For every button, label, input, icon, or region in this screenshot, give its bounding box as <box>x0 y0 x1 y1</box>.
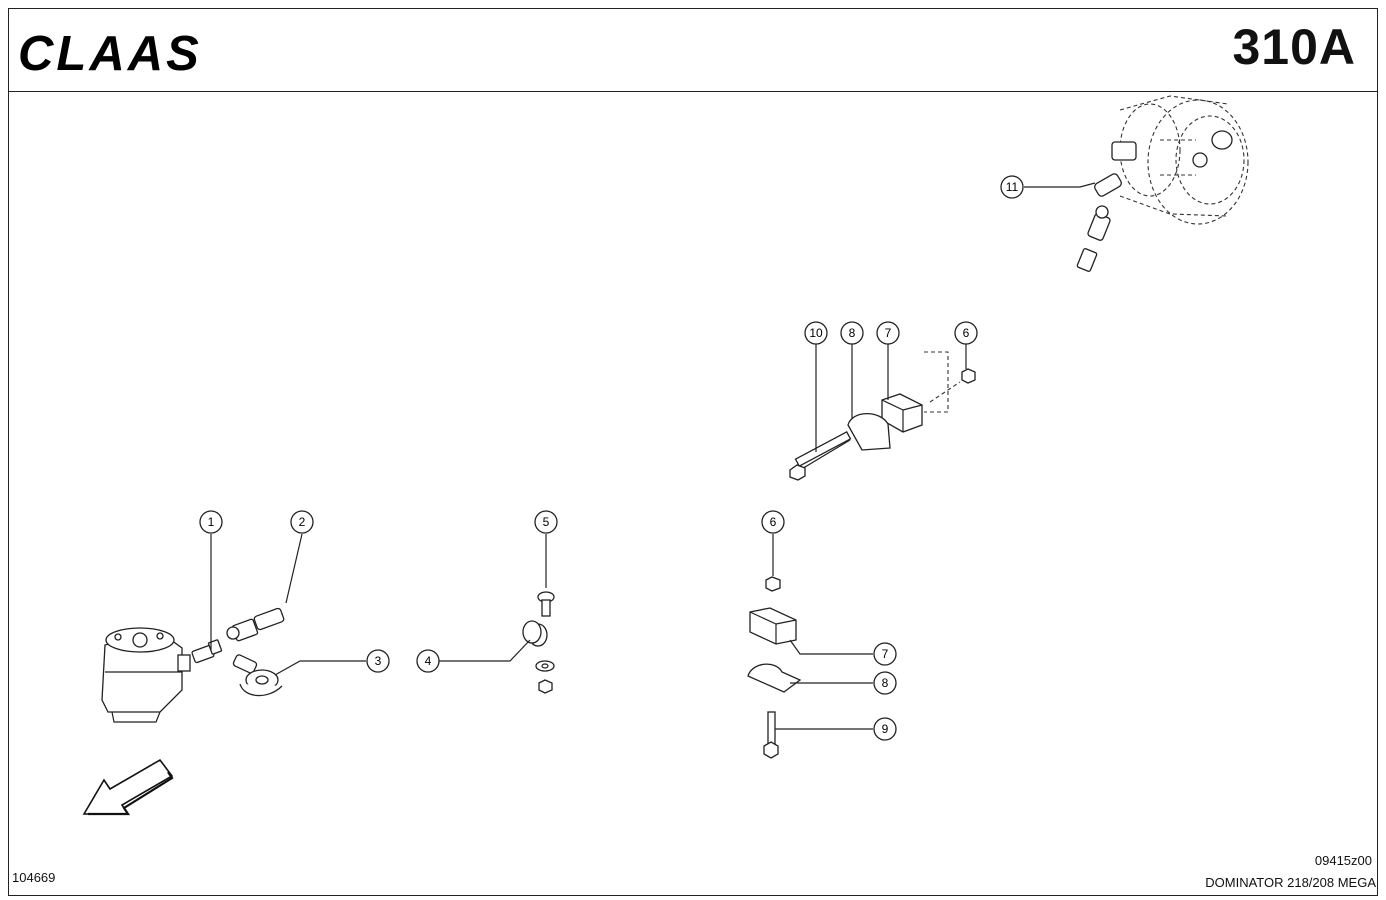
hydraulic-pump <box>1111 95 1249 225</box>
clamp-assembly-lower <box>747 576 802 759</box>
page-code: 310A <box>1232 19 1356 75</box>
clamp-assembly-upper <box>789 351 976 481</box>
model-label: DOMINATOR 218/208 MEGA <box>1205 875 1376 890</box>
svg-text:3: 3 <box>375 654 382 668</box>
hydraulic-line <box>280 223 1103 683</box>
hose-fitting-left <box>226 607 285 642</box>
svg-text:6: 6 <box>963 326 970 340</box>
svg-text:9: 9 <box>882 722 889 736</box>
header-rule <box>8 91 1378 92</box>
steering-unit <box>101 627 191 723</box>
logo-text: CLAAS <box>18 27 202 74</box>
callout-8-upper: 8 <box>840 321 864 345</box>
callout-2: 2 <box>290 510 314 534</box>
callout-7-upper: 7 <box>876 321 900 345</box>
bolt-5 <box>537 591 555 617</box>
svg-text:10: 10 <box>809 326 823 340</box>
drawing-frame <box>8 8 1378 896</box>
svg-text:7: 7 <box>885 326 892 340</box>
adapter-fitting <box>191 639 223 664</box>
callout-7-lower: 7 <box>873 642 897 666</box>
svg-text:7: 7 <box>882 647 889 661</box>
callout-6-upper: 6 <box>954 321 978 345</box>
svg-text:1: 1 <box>208 515 215 529</box>
callout-1: 1 <box>199 510 223 534</box>
leader-lines <box>210 182 1096 730</box>
svg-text:11: 11 <box>1006 180 1019 194</box>
svg-text:6: 6 <box>770 515 777 529</box>
drawing-ref-right: 09415z00 <box>1314 853 1372 868</box>
drawing-ref-left: 104669 <box>12 870 56 885</box>
svg-text:8: 8 <box>882 676 889 690</box>
callout-11: 11 <box>1000 175 1024 199</box>
hose-fitting-right <box>1076 173 1122 272</box>
callout-3: 3 <box>366 649 390 673</box>
callout-10: 10 <box>804 321 828 345</box>
banjo-fitting <box>232 654 283 697</box>
arrow-down-left-icon <box>82 758 174 816</box>
svg-text:8: 8 <box>849 326 856 340</box>
callout-4: 4 <box>416 649 440 673</box>
svg-text:4: 4 <box>425 654 432 668</box>
callout-6-lower: 6 <box>761 510 785 534</box>
svg-text:2: 2 <box>299 515 306 529</box>
svg-text:5: 5 <box>543 515 550 529</box>
hose-clamp-4 <box>522 620 548 647</box>
callout-5: 5 <box>534 510 558 534</box>
callout-8-lower: 8 <box>873 671 897 695</box>
callout-9: 9 <box>873 717 897 741</box>
claas-logo: CLAAS <box>18 27 202 74</box>
washer-and-nut-5 <box>535 660 555 694</box>
